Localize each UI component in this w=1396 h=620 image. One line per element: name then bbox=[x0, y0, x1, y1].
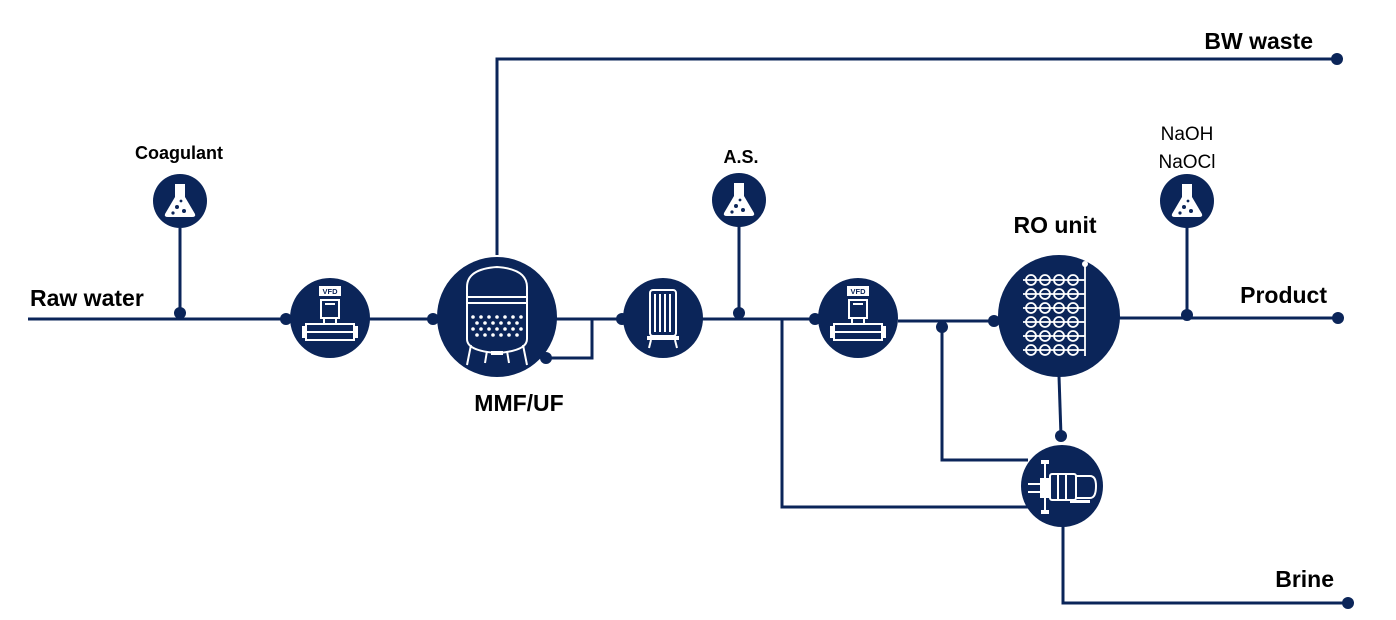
as-label: A.S. bbox=[723, 147, 758, 167]
node bbox=[427, 313, 439, 325]
coagulant-dosing[interactable] bbox=[153, 174, 207, 228]
node bbox=[809, 313, 821, 325]
node bbox=[733, 307, 745, 319]
pipe-brine bbox=[1061, 526, 1348, 605]
node bbox=[936, 321, 948, 333]
junction-nodes bbox=[174, 53, 1354, 609]
high-pressure-pump-icon bbox=[1028, 460, 1098, 514]
pipe-bw-waste bbox=[495, 57, 1337, 255]
cartridge-filter[interactable] bbox=[623, 278, 703, 358]
feed-pump-vfd[interactable]: VFD bbox=[290, 278, 370, 358]
naoh-naocl-dosing[interactable] bbox=[1160, 174, 1214, 228]
cartridge-filter-icon bbox=[647, 289, 679, 349]
brine-label: Brine bbox=[1275, 566, 1334, 592]
bw-waste-label: BW waste bbox=[1204, 28, 1313, 54]
pipe-mmf-loop bbox=[546, 319, 594, 360]
vfd-label-1: VFD bbox=[323, 287, 339, 296]
mmf-uf-filter[interactable] bbox=[437, 257, 557, 377]
flask-icon bbox=[164, 184, 196, 217]
antiscalant-dosing[interactable] bbox=[712, 173, 766, 227]
product-label: Product bbox=[1240, 282, 1327, 308]
vfd-label-2: VFD bbox=[851, 287, 867, 296]
naoh-label: NaOH bbox=[1161, 124, 1214, 145]
coagulant-label: Coagulant bbox=[135, 143, 223, 163]
raw-water-label: Raw water bbox=[30, 285, 144, 311]
pump-icon: VFD bbox=[302, 286, 358, 341]
node bbox=[1331, 53, 1343, 65]
node bbox=[174, 307, 186, 319]
pipe-ro-concentrate bbox=[1057, 375, 1063, 437]
node bbox=[988, 315, 1000, 327]
flask-icon bbox=[723, 183, 755, 216]
ro-membrane-icon bbox=[1023, 261, 1088, 356]
node bbox=[1055, 430, 1067, 442]
high-pressure-pump[interactable] bbox=[1021, 445, 1103, 527]
pipes bbox=[28, 57, 1348, 605]
pump-icon: VFD bbox=[830, 286, 886, 341]
naocl-label: NaOCl bbox=[1158, 152, 1215, 173]
node bbox=[1342, 597, 1354, 609]
flask-icon bbox=[1171, 184, 1203, 217]
ro-unit-label: RO unit bbox=[1013, 212, 1096, 238]
node bbox=[1332, 312, 1344, 324]
tank-icon bbox=[466, 265, 528, 366]
pipe-bypass-upper bbox=[940, 327, 1028, 462]
ro-unit[interactable] bbox=[998, 255, 1120, 377]
pipe-bypass-lower bbox=[780, 319, 1030, 509]
node bbox=[1181, 309, 1193, 321]
node bbox=[280, 313, 292, 325]
booster-pump-vfd[interactable]: VFD bbox=[818, 278, 898, 358]
mmf-uf-label: MMF/UF bbox=[474, 390, 563, 416]
